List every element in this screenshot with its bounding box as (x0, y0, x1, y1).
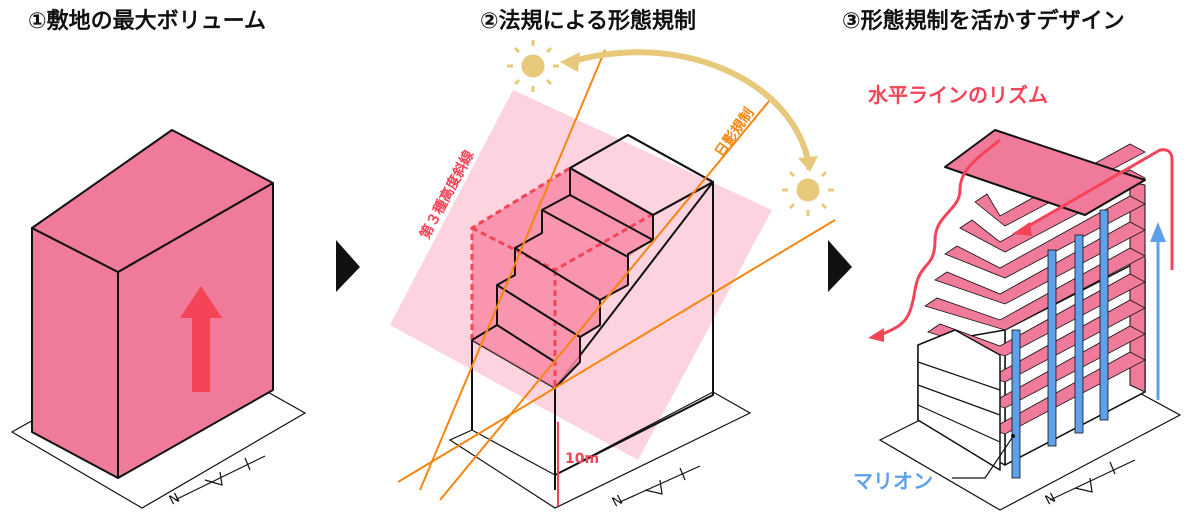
sun-path-arrow (569, 49, 811, 161)
panel-3-title: ③形態規制を活かすデザイン (842, 8, 1125, 34)
rhythm-arrow (1024, 148, 1174, 270)
floor-slabs (924, 143, 1146, 435)
next-arrow-icon (336, 240, 360, 292)
design-diagram-building: 水平ラインのリズム マリオン (853, 83, 1182, 511)
next-arrow-icon (828, 240, 852, 292)
panel-1-title: ①敷地の最大ボリューム (28, 8, 266, 34)
mullion-label: マリオン (853, 469, 933, 493)
up-arrow-icon (180, 286, 222, 392)
sun-icon (507, 40, 559, 92)
svg-text:N: N (610, 493, 626, 511)
regulation-diagram: 10m 第３種高度斜線 日影規制 N (390, 40, 836, 511)
floor-slab (927, 273, 1146, 357)
rhythm-wave-line (879, 138, 1001, 337)
floor-slab (934, 221, 1146, 305)
north-arrow-icon: N (167, 455, 266, 509)
mullions (1011, 209, 1109, 479)
rhythm-label: 水平ラインのリズム (868, 83, 1048, 107)
floor-slab (924, 247, 1146, 331)
north-arrow-icon: N (1043, 459, 1136, 509)
panel-2-title: ②法規による形態規制 (480, 8, 696, 34)
volume-top-face (31, 129, 274, 273)
roof-slab (944, 129, 1146, 216)
shadow-regulation-label: 日影規制 (711, 105, 757, 161)
svg-text:N: N (1043, 491, 1059, 509)
north-arrow-icon: N (610, 465, 701, 511)
shadow-line (439, 99, 771, 501)
height-label: 10m (565, 451, 599, 467)
max-volume-diagram: N (10, 129, 307, 509)
slant-line (419, 49, 606, 491)
north-label: N (167, 491, 183, 509)
sun-icon (782, 164, 834, 216)
floor-slab (944, 195, 1146, 279)
